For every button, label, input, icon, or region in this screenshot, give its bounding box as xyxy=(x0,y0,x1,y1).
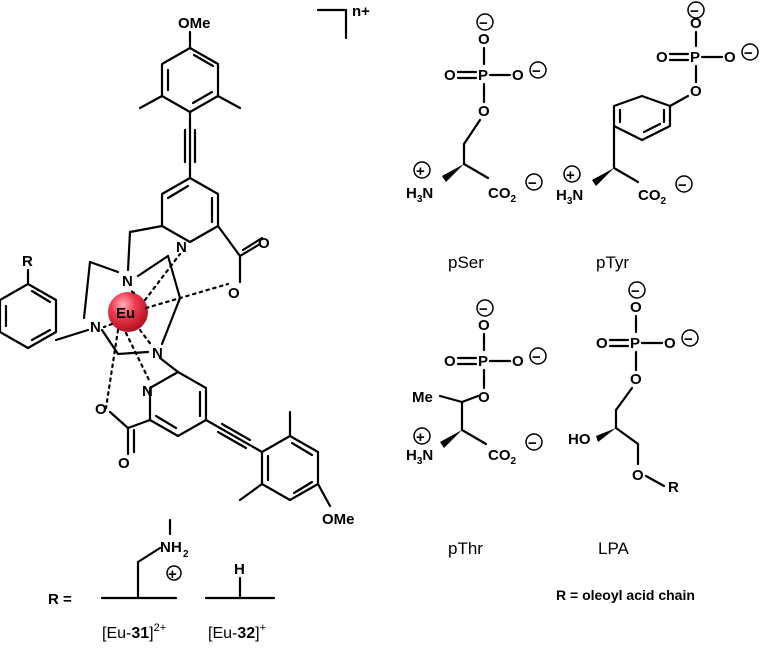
coordination-bond xyxy=(102,322,114,329)
pyridine-n-top: N xyxy=(176,239,187,256)
methoxy-label-bottom: OMe xyxy=(322,511,355,528)
coordination-bond xyxy=(128,288,136,295)
ammonium-plus: + xyxy=(168,566,177,583)
top-pyridine-ring: N xyxy=(160,176,220,256)
pser-o-top: O xyxy=(478,31,490,48)
lpa-o-ester: O xyxy=(630,371,642,388)
caption-eu-32: [Eu-32]+ xyxy=(208,622,266,642)
ammonium-h: H xyxy=(171,539,182,556)
pser-o-right: O xyxy=(512,67,524,84)
lpa-o-double: O xyxy=(596,335,608,352)
lpa-label: LPA xyxy=(598,539,630,558)
ammonium-h-sub: 2 xyxy=(183,549,189,560)
pthr-h3n: H3N xyxy=(406,447,433,467)
ptyr-p: P xyxy=(690,49,700,66)
pyridine-n-bottom: N xyxy=(142,383,153,400)
caption-eu-31: [Eu-31]2+ xyxy=(102,622,166,642)
coordination-bond xyxy=(104,328,120,410)
pthr-minus-1: − xyxy=(479,301,488,318)
pser-minus-2: − xyxy=(532,63,541,80)
lpa-p: P xyxy=(630,335,640,352)
lpa-minus-1: − xyxy=(631,283,640,300)
ptyr-minus-1: − xyxy=(690,3,699,20)
macrocycle-n-2: N xyxy=(90,319,101,336)
coordination-bond xyxy=(143,252,182,302)
lpa-o-top: O xyxy=(630,299,642,316)
carbonyl-o-bottom: O xyxy=(118,455,130,472)
pser-o-ester: O xyxy=(478,103,490,120)
pthr-minus-2: − xyxy=(532,349,541,366)
pthr-structure: P O O O O − − Me + H3N CO2 − pThr xyxy=(406,299,547,558)
bottom-mesityl-ring: OMe xyxy=(238,410,355,528)
lpa-structure: P O O O O − − HO O R LPA R = oleoyl acid… xyxy=(556,281,699,603)
pthr-o-top: O xyxy=(478,317,490,334)
pthr-o-right: O xyxy=(512,353,524,370)
bottom-pyridine-ring: N xyxy=(142,356,208,438)
pser-h3n: H3N xyxy=(406,185,433,205)
benzyl-r-arm: R xyxy=(0,253,90,350)
ptyr-minus-3: − xyxy=(678,177,687,194)
europium-ion: Eu xyxy=(108,292,148,332)
ptyr-o-right: O xyxy=(724,49,736,66)
ptyr-o-top: O xyxy=(690,15,702,32)
pthr-methyl: Me xyxy=(412,389,433,406)
coordination-bond xyxy=(144,282,230,310)
pthr-plus: + xyxy=(416,429,425,446)
pthr-minus-3: − xyxy=(528,435,537,452)
ptyr-co2: CO2 xyxy=(638,187,667,207)
ptyr-h3n: H3N xyxy=(556,187,583,207)
bottom-alkyne xyxy=(204,418,264,454)
carbonyl-o-top: O xyxy=(258,235,270,252)
pthr-p: P xyxy=(478,353,488,370)
europium-complex: OMe N O O N N N xyxy=(0,3,370,528)
pser-minus-1: − xyxy=(479,15,488,32)
pser-plus: + xyxy=(416,163,425,180)
coordination-bond xyxy=(138,328,154,348)
compound-captions: [Eu-31]2+ [Eu-32]+ xyxy=(102,622,266,642)
macrocycle-n-1: N xyxy=(122,273,133,290)
pser-p: P xyxy=(478,67,488,84)
ptyr-o-double: O xyxy=(656,49,668,66)
ammonium-n: N xyxy=(160,539,171,556)
ptyr-label: pTyr xyxy=(596,253,629,272)
ptyr-o-ester: O xyxy=(690,83,702,100)
lpa-r: R xyxy=(668,479,679,496)
hydrogen-substituent: H xyxy=(234,561,245,578)
complex-charge: n+ xyxy=(352,3,370,20)
methoxy-label-top: OMe xyxy=(178,15,211,32)
pser-structure: P O O O O − − + H3N CO2 − pSer xyxy=(406,13,547,272)
pser-co2: CO2 xyxy=(488,185,517,205)
ptyr-plus: + xyxy=(566,167,575,184)
coordination-bond xyxy=(124,331,152,384)
r-definition: R = N H 2 + H xyxy=(48,518,276,608)
ptyr-structure: P O O O O − − + H3N CO2 − pTyr xyxy=(556,1,759,272)
pthr-co2: CO2 xyxy=(488,447,517,467)
pser-minus-3: − xyxy=(528,175,537,192)
lpa-hydroxyl: HO xyxy=(568,431,591,448)
carboxylate-o-top: O xyxy=(228,285,240,302)
pthr-o-ester: O xyxy=(478,389,490,406)
cyclen-macrocycle: N N N xyxy=(82,254,182,362)
oleoyl-note: R = oleoyl acid chain xyxy=(556,587,695,603)
ptyr-minus-2: − xyxy=(744,45,753,62)
carboxylate-o-bottom: O xyxy=(95,401,107,418)
europium-label: Eu xyxy=(116,305,135,322)
pser-o-double: O xyxy=(444,67,456,84)
lpa-o-right: O xyxy=(664,335,676,352)
pser-label: pSer xyxy=(448,253,484,272)
lpa-minus-2: − xyxy=(684,331,693,348)
pthr-o-double: O xyxy=(444,353,456,370)
top-mesityl-ring: OMe xyxy=(138,15,242,114)
macrocycle-n-3: N xyxy=(152,345,163,362)
pthr-label: pThr xyxy=(448,539,483,558)
r-equals-label: R = xyxy=(48,591,72,608)
complex-r-label: R xyxy=(22,253,33,270)
lpa-o-ether: O xyxy=(632,467,644,484)
